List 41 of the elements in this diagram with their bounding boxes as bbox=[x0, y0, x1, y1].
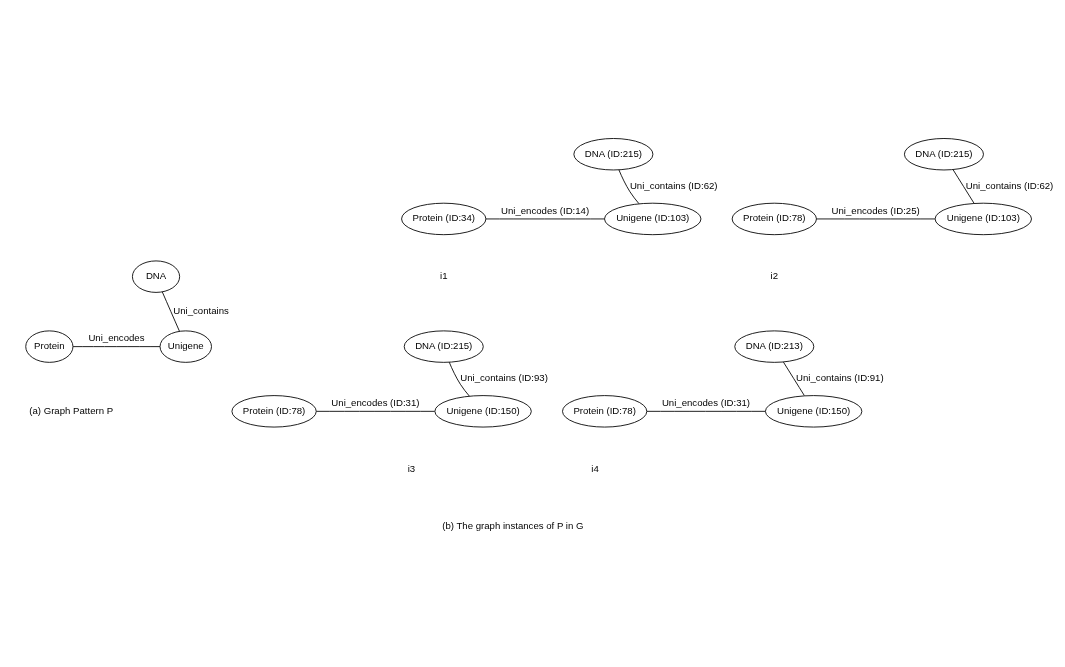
label: (a) Graph Pattern P bbox=[29, 404, 114, 416]
label: (b) The graph instances of P in G bbox=[442, 520, 584, 532]
node-ellipse: Protein (ID:34) bbox=[401, 202, 487, 236]
node-ellipse: Protein (ID:78) bbox=[731, 202, 817, 236]
connector bbox=[618, 169, 640, 205]
node-ellipse: DNA (ID:215) bbox=[573, 138, 654, 171]
node-ellipse: Protein (ID:78) bbox=[231, 395, 317, 428]
edge-label: Uni_contains (ID:93) bbox=[460, 372, 548, 384]
node-ellipse: Protein (ID:78) bbox=[562, 395, 648, 428]
connector bbox=[448, 361, 470, 397]
edge-label: Uni_encodes bbox=[88, 332, 145, 344]
connector bbox=[315, 410, 436, 412]
edge-label: Uni_encodes (ID:31) bbox=[661, 396, 751, 408]
label: i4 bbox=[591, 462, 599, 474]
node-ellipse: Unigene (ID:103) bbox=[604, 202, 702, 236]
node-ellipse: Unigene (ID:150) bbox=[765, 395, 863, 428]
edge-label: Uni_contains (ID:62) bbox=[629, 180, 718, 192]
connector bbox=[72, 346, 161, 348]
label: i1 bbox=[440, 270, 448, 282]
node-ellipse: DNA (ID:215) bbox=[904, 138, 984, 171]
node-ellipse: Protein bbox=[25, 330, 74, 363]
connector bbox=[161, 291, 180, 332]
edge-label: Uni_contains bbox=[173, 305, 229, 317]
edge-label: Uni_encodes (ID:14) bbox=[501, 204, 590, 216]
connector bbox=[952, 169, 975, 204]
node-ellipse: DNA (ID:215) bbox=[403, 330, 484, 363]
connector bbox=[783, 361, 805, 396]
edge-label: Uni_contains (ID:62) bbox=[965, 180, 1054, 192]
node-ellipse: DNA (ID:213) bbox=[734, 330, 815, 363]
label: i3 bbox=[407, 462, 416, 474]
label: i2 bbox=[770, 270, 779, 282]
connector bbox=[485, 218, 605, 220]
edge-label: Uni_encodes (ID:25) bbox=[831, 204, 920, 216]
node-ellipse: Unigene (ID:103) bbox=[934, 202, 1032, 236]
node-ellipse: DNA bbox=[132, 260, 181, 293]
connector bbox=[646, 410, 766, 412]
node-ellipse: Unigene (ID:150) bbox=[434, 395, 532, 428]
edge-label: Uni_contains (ID:91) bbox=[796, 372, 884, 384]
edge-label: Uni_encodes (ID:31) bbox=[331, 396, 420, 408]
connector bbox=[816, 218, 936, 220]
node-ellipse: Unigene bbox=[159, 330, 212, 363]
